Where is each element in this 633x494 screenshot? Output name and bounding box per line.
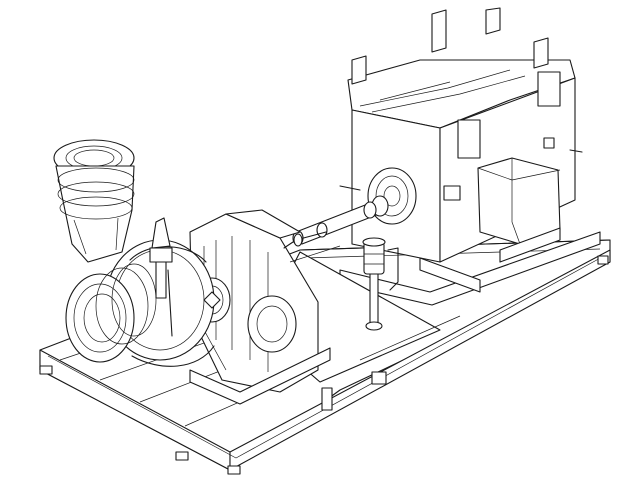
- filter-assembly: [362, 237, 399, 331]
- foot-pad: [597, 255, 609, 265]
- suction-flange: [65, 273, 135, 363]
- coupling-guard: [283, 231, 341, 263]
- filter-stem: [369, 273, 379, 325]
- foot-pad: [39, 365, 53, 375]
- motor-side-panel: [537, 71, 561, 107]
- electric-motor: [339, 7, 583, 293]
- gearbox: [189, 209, 331, 405]
- motor-nameplate: [543, 137, 555, 149]
- valve-stem: [155, 261, 167, 299]
- terminal-box-small: [371, 371, 387, 385]
- foot-pad: [227, 465, 241, 475]
- pump-volute: [65, 239, 215, 367]
- valve-body: [149, 247, 173, 263]
- discharge-nozzle: [53, 139, 135, 263]
- filter-canister: [363, 241, 385, 275]
- motor-side-panel: [457, 119, 481, 159]
- support-post: [321, 387, 333, 411]
- motor-nameplate: [443, 185, 461, 201]
- bearing-cover: [247, 295, 297, 353]
- instrument-valves: [149, 217, 221, 337]
- foot-pad: [175, 451, 189, 461]
